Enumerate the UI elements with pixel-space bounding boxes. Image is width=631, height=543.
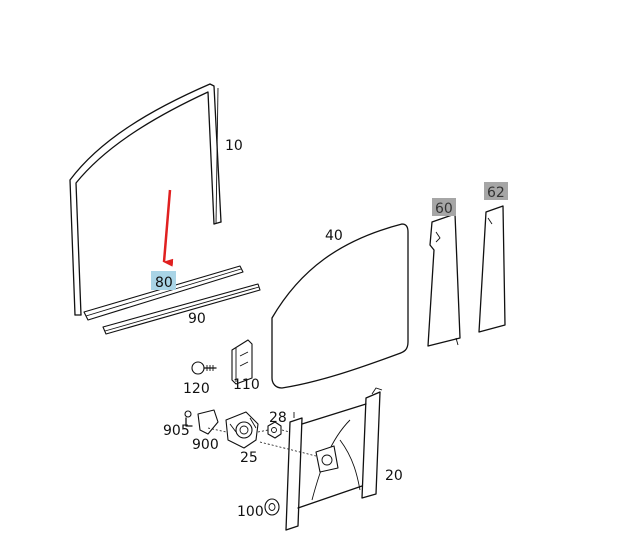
part-20-window-regulator[interactable] [285, 387, 383, 531]
part-62-trim-panel[interactable] [478, 205, 506, 333]
part-900-bracket[interactable] [197, 409, 219, 435]
label-62[interactable]: 62 [487, 185, 505, 201]
highlight-box-80 [151, 271, 176, 290]
label-90[interactable]: 90 [188, 311, 206, 327]
label-900[interactable]: 900 [192, 437, 219, 453]
label-20[interactable]: 20 [385, 468, 403, 484]
part-110-clip[interactable] [231, 339, 253, 385]
part-80-window-strip[interactable] [83, 265, 244, 321]
pointer-arrow [162, 189, 174, 267]
label-80[interactable]: 80 [155, 275, 173, 291]
part-25-motor-unit[interactable] [225, 411, 259, 449]
label-905[interactable]: 905 [163, 423, 190, 439]
part-905-fastener[interactable] [184, 410, 193, 427]
part-28-nut[interactable] [267, 421, 282, 439]
part-100-grommet[interactable] [264, 498, 280, 516]
label-110[interactable]: 110 [233, 377, 260, 393]
label-100[interactable]: 100 [237, 504, 264, 520]
label-10[interactable]: 10 [225, 138, 243, 154]
highlight-box-62 [484, 182, 508, 200]
leader-lines [207, 427, 317, 457]
part-40-door-glass[interactable] [271, 223, 409, 389]
label-60[interactable]: 60 [435, 201, 453, 217]
part-60-trim-panel[interactable] [427, 213, 461, 347]
label-40[interactable]: 40 [325, 228, 343, 244]
label-120[interactable]: 120 [183, 381, 210, 397]
part-120-screw[interactable] [191, 361, 217, 375]
part-10-frame-seal[interactable] [69, 83, 222, 316]
label-28[interactable]: 28 [269, 410, 287, 426]
highlight-box-60 [432, 198, 456, 216]
label-25[interactable]: 25 [240, 450, 258, 466]
part-90-window-strip[interactable] [102, 283, 261, 335]
